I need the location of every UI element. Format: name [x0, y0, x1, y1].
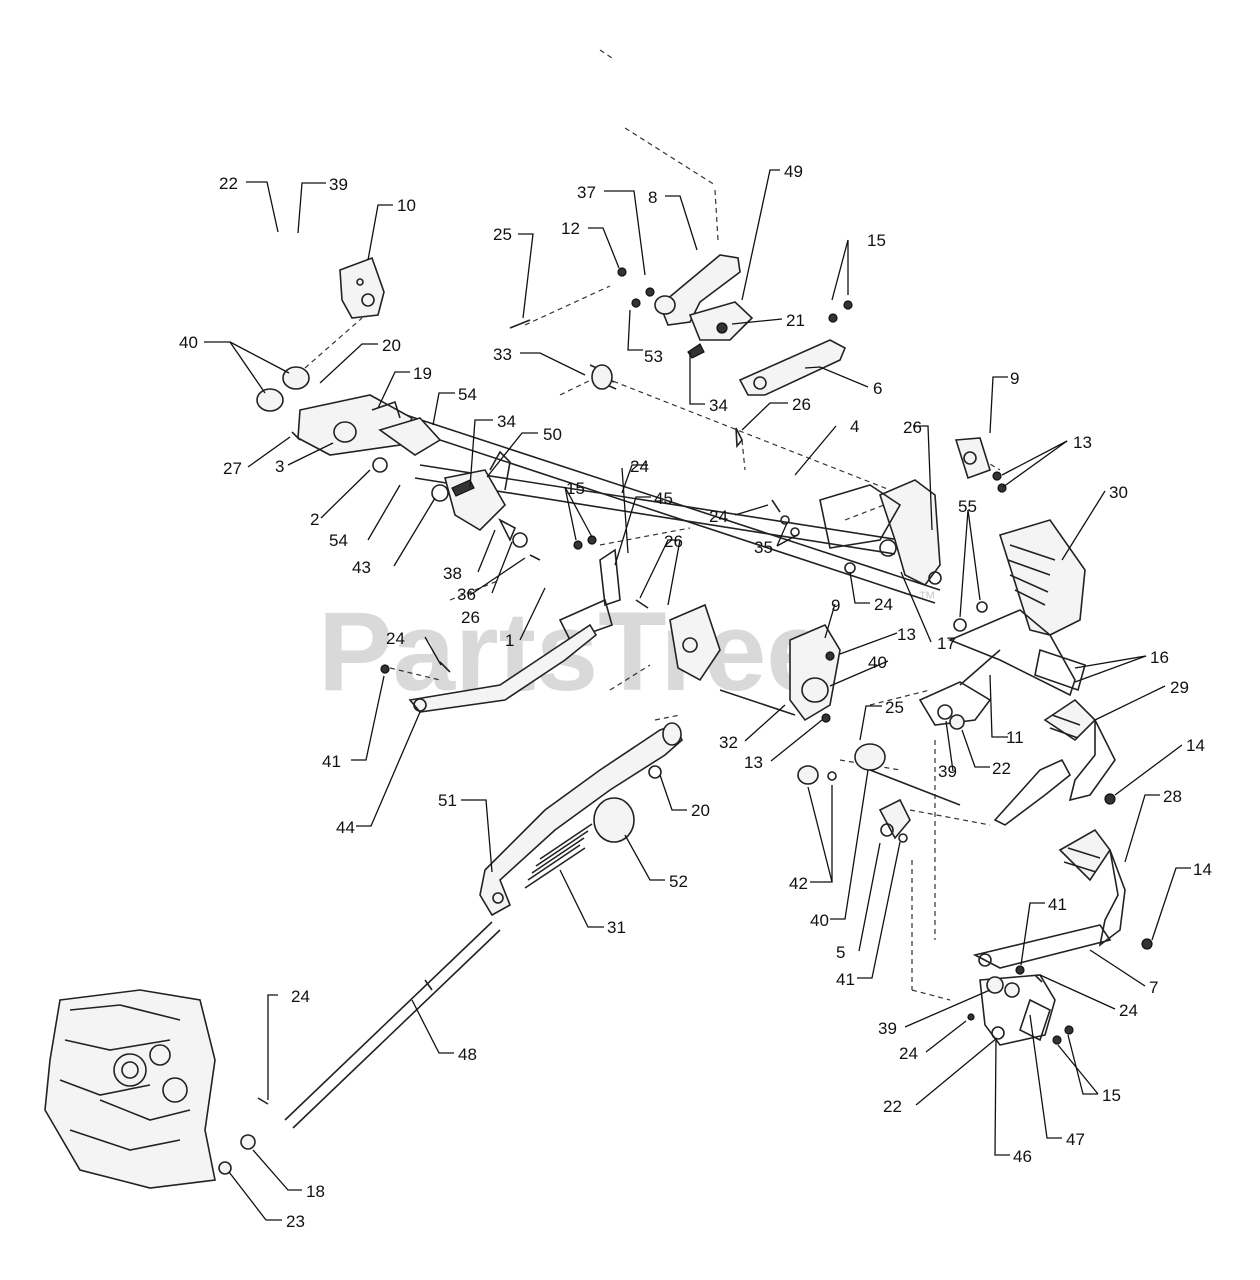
lower-linkage — [284, 722, 683, 1129]
callout-13: 13 — [897, 625, 916, 644]
callout-25: 25 — [493, 225, 512, 244]
callout-24: 24 — [899, 1044, 918, 1063]
callout-15: 15 — [566, 479, 585, 498]
callout-54: 54 — [458, 385, 477, 404]
callout-26: 26 — [792, 395, 811, 414]
callout-37: 37 — [577, 183, 596, 202]
callout-24: 24 — [386, 629, 405, 648]
callout-50: 50 — [543, 425, 562, 444]
callout-15: 15 — [1102, 1086, 1121, 1105]
callout-17: 17 — [937, 634, 956, 653]
assembly-lines — [304, 49, 1001, 1001]
callout-13: 13 — [744, 753, 763, 772]
callout-24: 24 — [874, 595, 893, 614]
callout-22: 22 — [992, 759, 1011, 778]
right-pedal-assembly — [918, 437, 1116, 826]
callout-39: 39 — [938, 762, 957, 781]
callout-33: 33 — [493, 345, 512, 364]
callout-53: 53 — [644, 347, 663, 366]
callout-22: 22 — [883, 1097, 902, 1116]
callout-39: 39 — [329, 175, 348, 194]
callout-26: 26 — [461, 608, 480, 627]
callout-35: 35 — [754, 538, 773, 557]
callout-10: 10 — [397, 196, 416, 215]
callout-24: 24 — [1119, 1001, 1138, 1020]
callout-54: 54 — [329, 531, 348, 550]
transmission-housing — [44, 989, 269, 1189]
callout-39: 39 — [878, 1019, 897, 1038]
callout-34: 34 — [709, 396, 728, 415]
callout-26: 26 — [664, 532, 683, 551]
callout-25: 25 — [885, 698, 904, 717]
callout-29: 29 — [1170, 678, 1189, 697]
callout-8: 8 — [648, 188, 657, 207]
callout-16: 16 — [1150, 648, 1169, 667]
callout-26: 26 — [903, 418, 922, 437]
callout-23: 23 — [286, 1212, 305, 1231]
callout-40: 40 — [868, 653, 887, 672]
callout-41: 41 — [322, 752, 341, 771]
callout-36: 36 — [457, 585, 476, 604]
callout-18: 18 — [306, 1182, 325, 1201]
callout-7: 7 — [1149, 978, 1158, 997]
left-bracket-assembly — [256, 256, 511, 532]
callout-24: 24 — [630, 457, 649, 476]
callout-24: 24 — [709, 507, 728, 526]
lower-middle-parts — [797, 743, 961, 843]
callout-2: 2 — [310, 510, 319, 529]
callout-28: 28 — [1163, 787, 1182, 806]
callout-3: 3 — [275, 457, 284, 476]
callout-41: 41 — [836, 970, 855, 989]
callout-48: 48 — [458, 1045, 477, 1064]
callout-47: 47 — [1066, 1130, 1085, 1149]
top-link-assembly — [509, 254, 853, 396]
callout-9: 9 — [1010, 369, 1019, 388]
callout-12: 12 — [561, 219, 580, 238]
callout-45: 45 — [654, 489, 673, 508]
callout-44: 44 — [336, 818, 355, 837]
callout-4: 4 — [850, 417, 859, 436]
left-link-part-44 — [380, 623, 598, 713]
callout-34: 34 — [497, 412, 516, 431]
right-upper-bracket — [735, 427, 942, 587]
callout-20: 20 — [382, 336, 401, 355]
callout-5: 5 — [836, 943, 845, 962]
callout-43: 43 — [352, 558, 371, 577]
callout-27: 27 — [223, 459, 242, 478]
watermark-trademark: ™ — [918, 588, 936, 608]
callout-46: 46 — [1013, 1147, 1032, 1166]
callout-51: 51 — [438, 791, 457, 810]
callout-15: 15 — [867, 231, 886, 250]
callout-21: 21 — [786, 311, 805, 330]
callout-52: 52 — [669, 872, 688, 891]
callout-41: 41 — [1048, 895, 1067, 914]
callout-40: 40 — [179, 333, 198, 352]
callout-9: 9 — [831, 596, 840, 615]
callout-labels: 22 39 10 37 8 49 25 12 15 21 53 40 20 33… — [179, 162, 1212, 1231]
callout-40: 40 — [810, 911, 829, 930]
callout-49: 49 — [784, 162, 803, 181]
callout-30: 30 — [1109, 483, 1128, 502]
lower-pedal-assembly — [967, 793, 1153, 1046]
callout-14: 14 — [1186, 736, 1205, 755]
callout-1: 1 — [505, 631, 514, 650]
callout-42: 42 — [789, 874, 808, 893]
callout-6: 6 — [873, 379, 882, 398]
callout-24: 24 — [291, 987, 310, 1006]
callout-14: 14 — [1193, 860, 1212, 879]
callout-20: 20 — [691, 801, 710, 820]
callout-19: 19 — [413, 364, 432, 383]
callout-32: 32 — [719, 733, 738, 752]
callout-38: 38 — [443, 564, 462, 583]
callout-22: 22 — [219, 174, 238, 193]
callout-55: 55 — [958, 497, 977, 516]
center-bracket-assembly — [498, 518, 841, 723]
callout-31: 31 — [607, 918, 626, 937]
leader-lines — [204, 169, 1191, 1221]
callout-13: 13 — [1073, 433, 1092, 452]
callout-11: 11 — [1006, 728, 1024, 747]
